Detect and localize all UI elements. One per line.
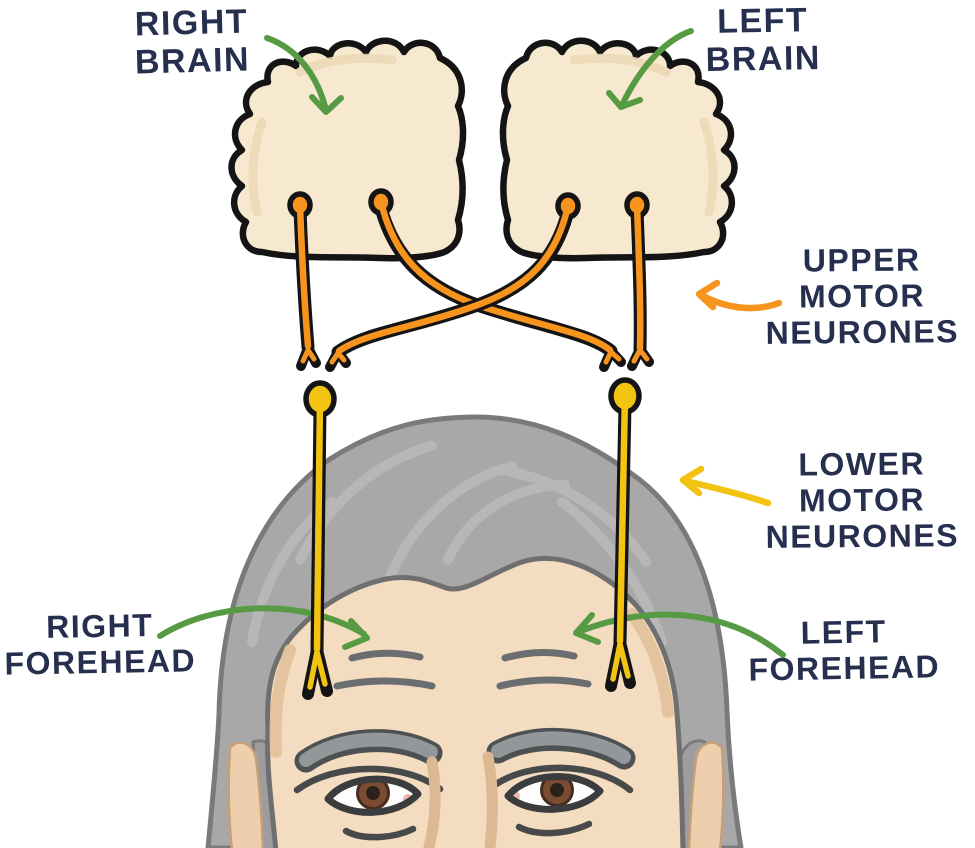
left-brain-label: LEFT BRAIN bbox=[705, 1, 822, 80]
umn-right-ipsilateral bbox=[287, 191, 321, 371]
left-ear bbox=[227, 741, 265, 848]
left-forehead-arrow bbox=[575, 611, 786, 658]
left-brain-arrowhead bbox=[606, 90, 643, 110]
lower-motor-neurones bbox=[302, 377, 642, 700]
right-forehead-arrowhead bbox=[342, 618, 370, 650]
right-ear bbox=[687, 741, 725, 848]
upper-motor-arrow bbox=[695, 279, 783, 312]
right-brain-label: RIGHT BRAIN bbox=[134, 2, 251, 82]
eyebrows bbox=[294, 727, 636, 773]
lower-motor-arrow bbox=[679, 465, 772, 507]
left-eye bbox=[504, 773, 604, 813]
forehead-arrows bbox=[157, 605, 786, 658]
right-forehead-wrinkle-lower bbox=[333, 677, 436, 690]
hair-streaks bbox=[247, 441, 667, 647]
right-forehead-label: RIGHT FOREHEAD bbox=[4, 607, 197, 682]
lower-motor-neurones-label: LOWER MOTOR NEURONES bbox=[765, 445, 960, 555]
upper-motor-neurones bbox=[287, 188, 654, 372]
umn-left-ipsilateral bbox=[624, 191, 654, 371]
left-forehead-label: LEFT FOREHEAD bbox=[748, 613, 941, 688]
eyelid-creases bbox=[293, 764, 634, 794]
lower-motor-arrowhead bbox=[679, 465, 705, 497]
upper-motor-neurones-label: UPPER MOTOR NEURONES bbox=[765, 241, 960, 351]
left-forehead-wrinkle-lower bbox=[496, 676, 592, 690]
right-forehead-arrow bbox=[157, 605, 367, 639]
forehead-wrinkles bbox=[333, 648, 592, 690]
left-forehead-wrinkle-upper bbox=[501, 648, 578, 662]
lmn-right bbox=[302, 380, 337, 700]
under-eye-lines bbox=[342, 820, 593, 841]
umn-left-crossing bbox=[325, 192, 581, 372]
nose-bridge-shading bbox=[423, 751, 498, 848]
head bbox=[205, 414, 744, 848]
right-eye bbox=[324, 775, 422, 816]
face-shading bbox=[269, 608, 674, 758]
left-forehead-arrowhead bbox=[573, 612, 601, 645]
pupil bbox=[366, 786, 380, 800]
right-forehead-wrinkle-upper bbox=[348, 649, 424, 662]
pupil bbox=[550, 783, 564, 797]
left-brain-arrow bbox=[606, 28, 694, 110]
label-arrows bbox=[264, 28, 783, 507]
lmn-left bbox=[605, 377, 642, 692]
upper-motor-arrowhead bbox=[695, 279, 721, 311]
right-brain-arrow bbox=[264, 35, 344, 115]
right-brain-arrowhead bbox=[309, 94, 344, 115]
